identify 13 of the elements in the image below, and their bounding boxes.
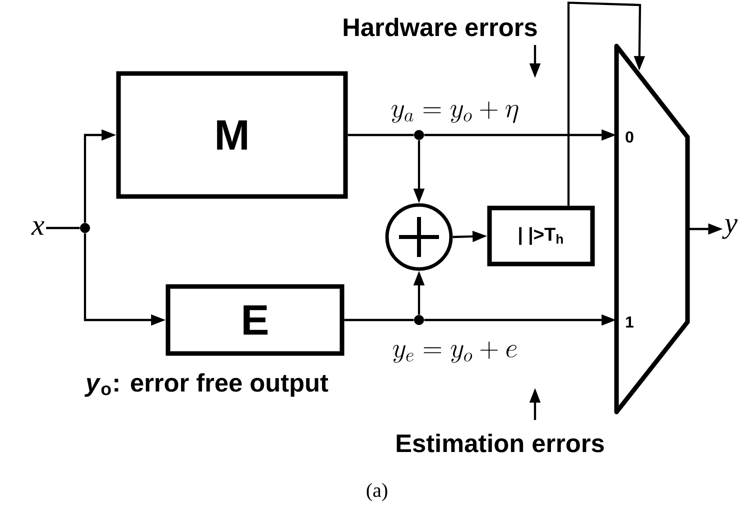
threshold-box: | |>T$_{h}$ <box>487 206 595 266</box>
adder-circle <box>385 203 453 271</box>
arrow <box>567 2 646 206</box>
output-label: y <box>722 219 738 239</box>
process-box: M <box>116 71 348 199</box>
process-box: E <box>166 284 344 356</box>
caption: (a) <box>366 482 388 502</box>
input-label: x <box>31 221 44 235</box>
junction-dot <box>414 130 424 140</box>
multiplexer: 0 1 <box>614 44 690 414</box>
junction-dot <box>414 315 424 325</box>
label-text: Hardware errors <box>344 18 537 36</box>
junction-dot <box>80 223 90 233</box>
